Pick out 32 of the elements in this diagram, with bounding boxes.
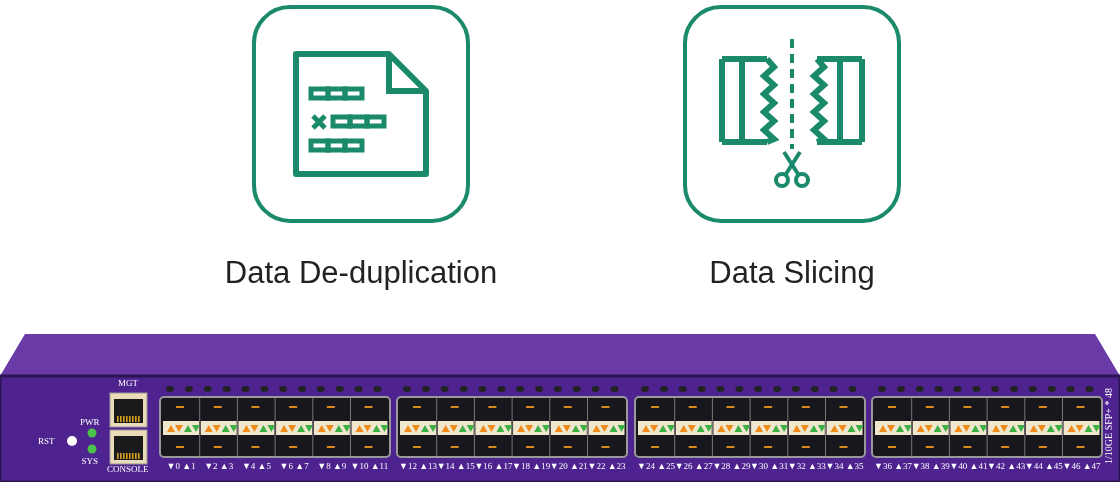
feature-caption: Data Slicing: [708, 255, 876, 291]
port-number-label: ▼8 ▲9: [317, 462, 347, 471]
port-label: CONSOLE: [107, 465, 149, 474]
port-number-label: ▼0 ▲1: [166, 462, 196, 471]
port-number-label: ▼18 ▲19: [512, 462, 551, 471]
port-number-label: ▼30 ▲31: [750, 462, 789, 471]
port-label: MGT: [118, 379, 138, 388]
feature-caption: Data De-duplication: [223, 255, 499, 291]
port-number-label: ▼46 ▲47: [1062, 462, 1101, 471]
port-number-label: ▼24 ▲25: [637, 462, 676, 471]
port-number-label: ▼42 ▲43: [987, 462, 1026, 471]
port-type-label: 1/10GE SFP+ * 48: [1103, 388, 1114, 464]
port-number-label: ▼26 ▲27: [674, 462, 713, 471]
port-number-label: ▼38 ▲39: [911, 462, 950, 471]
port-number-label: ▼20 ▲21: [549, 462, 588, 471]
port-number-label: ▼40 ▲41: [949, 462, 988, 471]
led-label: PWR: [80, 418, 100, 427]
port-number-label: ▼14 ▲15: [436, 462, 475, 471]
button-label: RST: [38, 437, 55, 446]
port-number-label: ▼6 ▲7: [279, 462, 309, 471]
port-number-label: ▼36 ▲37: [874, 462, 913, 471]
port-number-label: ▼22 ▲23: [587, 462, 626, 471]
led-label: SYS: [81, 457, 98, 466]
port-number-label: ▼2 ▲3: [204, 462, 234, 471]
port-number-label: ▼34 ▲35: [825, 462, 864, 471]
port-number-label: ▼16 ▲17: [474, 462, 513, 471]
port-number-label: ▼4 ▲5: [241, 462, 271, 471]
port-number-label: ▼28 ▲29: [712, 462, 751, 471]
port-number-label: ▼12 ▲13: [399, 462, 438, 471]
port-number-label: ▼32 ▲33: [787, 462, 826, 471]
port-number-label: ▼44 ▲45: [1024, 462, 1063, 471]
port-number-label: ▼10 ▲11: [350, 462, 389, 471]
